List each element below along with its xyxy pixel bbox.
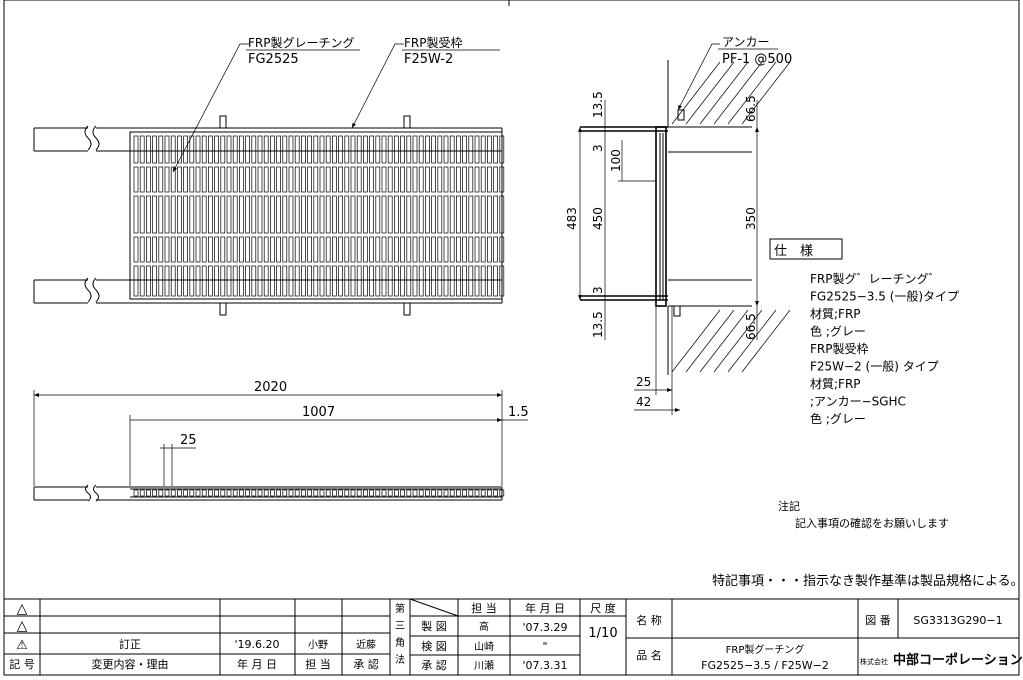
- dim-483: 483: [565, 207, 579, 230]
- dim-42: 42: [636, 395, 651, 409]
- dim-top-135: 13.5: [591, 91, 605, 118]
- seizu-person: 高: [479, 620, 489, 633]
- kenzu-person: 山崎: [474, 640, 494, 653]
- label-grating-model: FG2525: [248, 52, 299, 67]
- projection-method: 第三角法: [395, 602, 405, 666]
- seizu-date: '07.3.29: [522, 621, 567, 634]
- dim-gap: 1.5: [508, 405, 529, 420]
- scale-label: 尺 度: [590, 601, 616, 615]
- rev-symbol-2: △: [17, 618, 28, 634]
- shounin-date: '07.3.31: [522, 659, 567, 672]
- title-block: [4, 598, 1019, 675]
- dim-450: 450: [591, 207, 605, 230]
- scale-value: 1/10: [588, 626, 617, 641]
- shounin-person: 川瀬: [474, 660, 494, 672]
- spec-line: F25W−2 (一般) タイプ: [810, 359, 939, 374]
- header-shounin: 承 認: [353, 657, 379, 671]
- company-name: 中部コーポレーション: [893, 652, 1023, 668]
- plan-view: FRP製グレーチング FG2525 FRP製受枠 F25W-2: [33, 36, 505, 316]
- dim-grating-length: 1007: [302, 405, 335, 420]
- dim-100: 100: [609, 149, 623, 172]
- rev-date: '19.6.20: [234, 638, 279, 651]
- spec-line: ;アンカー−SGHC: [810, 395, 906, 409]
- dim-3-top: 3: [591, 144, 605, 152]
- dim-3-bottom: 3: [591, 286, 605, 294]
- label-frame-name: FRP製受枠: [404, 36, 462, 50]
- rev-symbol-3: ⚠: [16, 638, 28, 653]
- dim-665-bottom: 66.5: [744, 313, 758, 340]
- name-label: 名 称: [636, 613, 662, 627]
- row-shounin: 承 認: [421, 658, 447, 672]
- spec-line: FRP製グ゛レーチング゛: [810, 272, 940, 286]
- row-seizu: 製 図: [421, 619, 447, 633]
- label-frame-model: F25W-2: [404, 52, 453, 67]
- label-anchor-spec: PF-1 @500: [722, 52, 792, 67]
- header-naiyou: 変更内容・理由: [92, 657, 169, 671]
- spec-line: 色 ;グレー: [810, 325, 866, 339]
- dim-bar-pitch: 25: [180, 433, 197, 448]
- label-grating-name: FRP製グレーチング: [248, 36, 354, 50]
- product-model: FG2525−3.5 / F25W−2: [701, 659, 829, 672]
- rev-person: 小野: [308, 639, 328, 651]
- notes-title: 注記: [778, 499, 800, 513]
- spec-line: FRP製受枠: [810, 342, 868, 356]
- rev-description: 訂正: [119, 637, 141, 651]
- company-prefix: 株式会社: [860, 657, 888, 666]
- drawing-no-label: 図 番: [865, 614, 891, 627]
- col-tantou: 担 当: [471, 601, 497, 615]
- dim-350: 350: [744, 207, 758, 230]
- label-anchor: アンカー: [722, 35, 770, 49]
- header-date: 年 月 日: [237, 657, 277, 671]
- dim-25: 25: [636, 375, 651, 389]
- rev-symbol-1: △: [17, 601, 28, 617]
- spec-line: 材質;FRP: [810, 306, 861, 321]
- spec-block: 仕 様 FRP製グ゛レーチング゛ FG2525−3.5 (一般)タイプ 材質;F…: [769, 238, 959, 426]
- header-tantou: 担 当: [305, 657, 331, 671]
- spec-title: 仕 様: [774, 244, 813, 259]
- section-view: アンカー PF-1 @500 13.5 3 100 450 483 3 13.5…: [565, 35, 792, 415]
- product-name: FRP製グーチング: [726, 643, 805, 656]
- spec-line: 材質;FRP: [810, 376, 861, 391]
- kenzu-date: ": [542, 640, 547, 653]
- dim-total-length: 2020: [254, 380, 287, 395]
- dim-bottom-135: 13.5: [591, 311, 605, 338]
- dim-665-top: 66.5: [744, 95, 758, 122]
- notes-line: 記入事項の確認をお願いします: [795, 516, 949, 530]
- special-notes: 特記事項・・・指示なき製作基準は製品規格による。: [712, 573, 1023, 589]
- col-date: 年 月 日: [525, 601, 565, 615]
- row-kenzu: 検 図: [421, 639, 447, 653]
- rev-approver: 近藤: [356, 638, 376, 651]
- elevation-view: 2020 1007 1.5 25: [33, 380, 529, 502]
- sheet-border: [3, 0, 1020, 676]
- spec-line: FG2525−3.5 (一般)タイプ: [810, 289, 959, 304]
- header-kigou: 記 号: [9, 657, 35, 671]
- product-label: 品 名: [636, 648, 662, 662]
- drawing-number: SG3313G290−1: [913, 614, 1002, 627]
- spec-line: 色 ;グレー: [810, 412, 866, 426]
